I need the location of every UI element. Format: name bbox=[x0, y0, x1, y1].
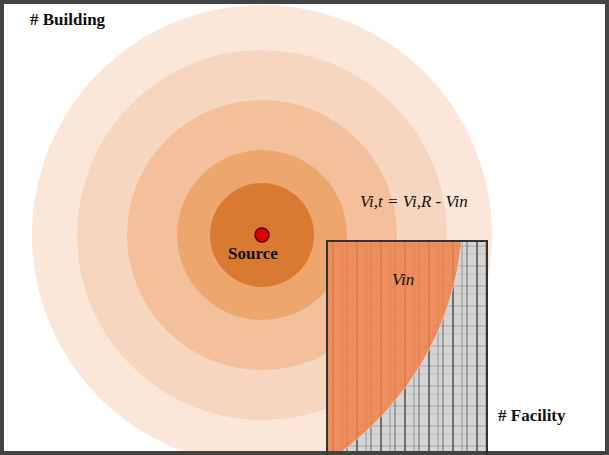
concentration-rings bbox=[32, 5, 492, 451]
volume-equation: Vi,t = Vi,R - Vin bbox=[360, 192, 468, 212]
facility-heading: # Facility bbox=[498, 406, 566, 426]
inner-volume-label: Vin bbox=[392, 270, 414, 290]
source-label: Source bbox=[228, 244, 278, 264]
building-heading: # Building bbox=[30, 10, 105, 30]
source-dot bbox=[255, 228, 269, 242]
facility-volume bbox=[326, 240, 488, 455]
